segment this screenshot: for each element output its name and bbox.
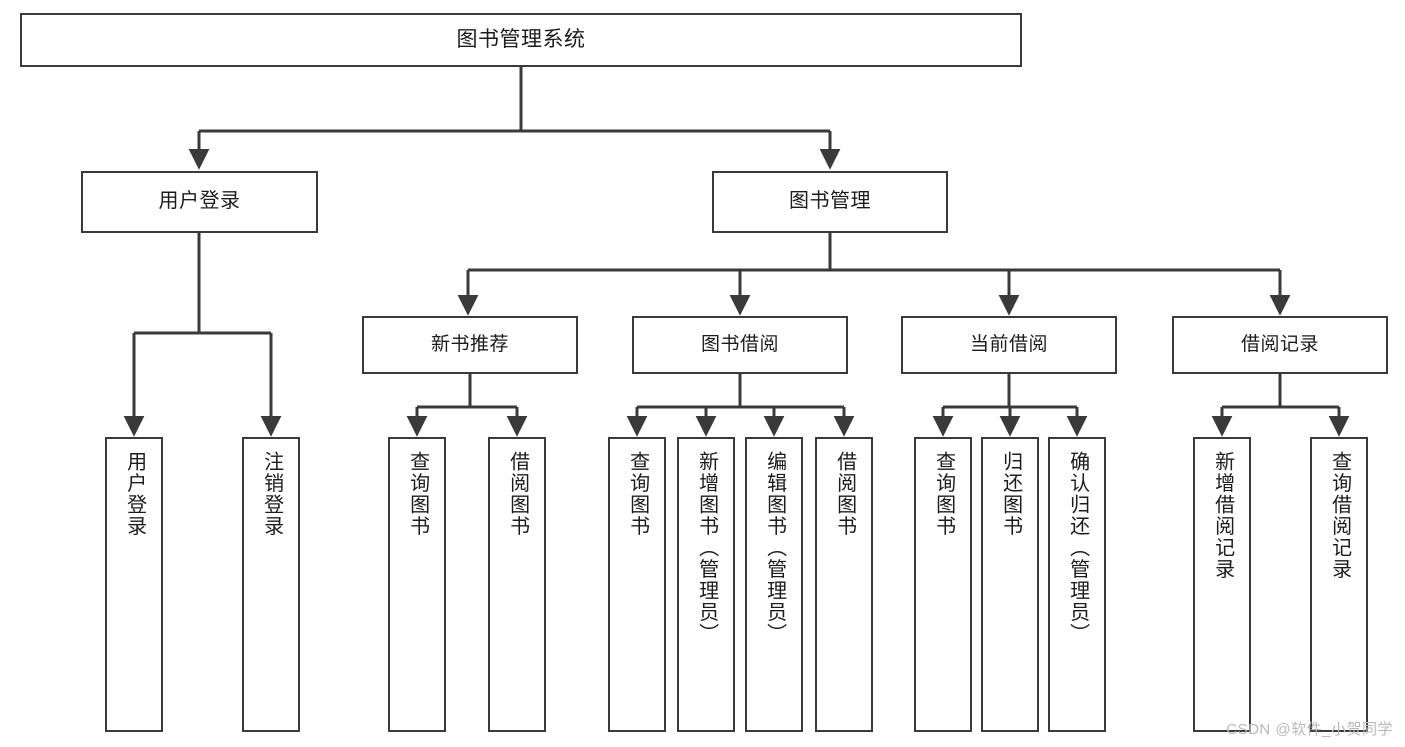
node-book-borrow[interactable]: 图书借阅 [632, 316, 848, 374]
node-new-book-recommend-label: 新书推荐 [430, 333, 509, 355]
node-user-login[interactable]: 用户登录 [81, 171, 318, 233]
node-current-borrow[interactable]: 当前借阅 [901, 316, 1117, 374]
leaf-book-borrow-3-label: 编辑图书（管理员） [763, 451, 786, 645]
leaf-book-borrow-1[interactable]: 查询图书 [608, 437, 666, 732]
leaf-book-borrow-2[interactable]: 新增图书（管理员） [677, 437, 735, 732]
leaf-new-book-1-label: 查询图书 [406, 451, 429, 537]
node-new-book-recommend[interactable]: 新书推荐 [362, 316, 578, 374]
leaf-new-book-2-label: 借阅图书 [506, 451, 529, 537]
leaf-current-borrow-2-label: 归还图书 [999, 451, 1022, 537]
leaf-book-borrow-1-label: 查询图书 [626, 451, 649, 537]
leaf-book-borrow-4-label: 借阅图书 [833, 451, 856, 537]
leaf-book-borrow-4[interactable]: 借阅图书 [815, 437, 873, 732]
leaf-current-borrow-1-label: 查询图书 [932, 451, 955, 537]
leaf-book-borrow-3[interactable]: 编辑图书（管理员） [745, 437, 803, 732]
leaf-current-borrow-2[interactable]: 归还图书 [981, 437, 1039, 732]
node-root-label: 图书管理系统 [456, 27, 586, 51]
leaf-book-borrow-2-label: 新增图书（管理员） [695, 451, 718, 645]
leaf-user-login-2-label: 注销登录 [260, 451, 283, 537]
leaf-user-login-1[interactable]: 用户登录 [105, 437, 163, 732]
leaf-new-book-2[interactable]: 借阅图书 [488, 437, 546, 732]
leaf-current-borrow-3-label: 确认归还（管理员） [1066, 451, 1089, 645]
leaf-borrow-record-1[interactable]: 新增借阅记录 [1193, 437, 1251, 732]
leaf-current-borrow-3[interactable]: 确认归还（管理员） [1048, 437, 1106, 732]
watermark-text: CSDN @软件_小贺同学 [1226, 721, 1393, 738]
node-borrow-record-label: 借阅记录 [1240, 333, 1319, 355]
node-borrow-record[interactable]: 借阅记录 [1172, 316, 1388, 374]
leaf-borrow-record-2-label: 查询借阅记录 [1328, 451, 1351, 580]
leaf-borrow-record-2[interactable]: 查询借阅记录 [1310, 437, 1368, 732]
node-book-management[interactable]: 图书管理 [712, 171, 948, 233]
leaf-current-borrow-1[interactable]: 查询图书 [914, 437, 972, 732]
node-book-management-label: 图书管理 [789, 190, 871, 213]
node-user-login-label: 用户登录 [158, 190, 241, 213]
node-book-borrow-label: 图书借阅 [700, 333, 779, 355]
leaf-user-login-1-label: 用户登录 [123, 451, 146, 537]
node-current-borrow-label: 当前借阅 [969, 333, 1048, 355]
leaf-borrow-record-1-label: 新增借阅记录 [1211, 451, 1234, 580]
node-root[interactable]: 图书管理系统 [20, 13, 1022, 67]
leaf-new-book-1[interactable]: 查询图书 [388, 437, 446, 732]
leaf-user-login-2[interactable]: 注销登录 [242, 437, 300, 732]
